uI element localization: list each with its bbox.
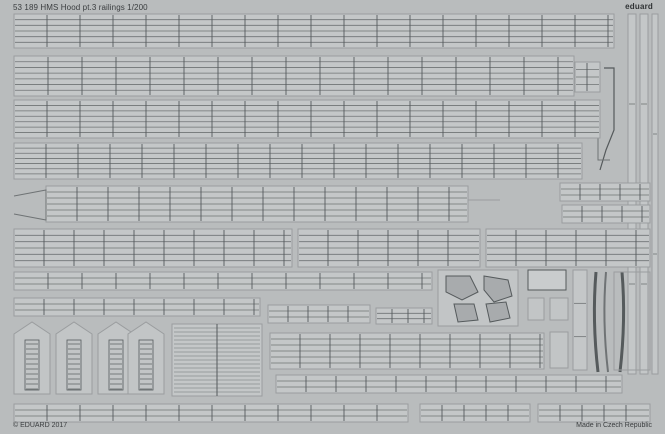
railing-row-11 [13, 403, 409, 423]
vertical-railing-c [651, 13, 659, 375]
small-frame-d [549, 331, 569, 369]
curved-rail-b [603, 271, 609, 373]
brace-part-b [597, 130, 610, 161]
detail-part-a [445, 275, 479, 301]
short-railing-a [559, 182, 651, 202]
railing-row-8c [375, 307, 433, 325]
railing-row-2 [13, 55, 575, 97]
railing-row-4 [13, 142, 583, 180]
detail-part-c [453, 303, 479, 323]
railing-row-3 [13, 99, 601, 139]
ladder-2 [55, 321, 93, 395]
detail-part-d [485, 301, 511, 323]
curved-rail-frame [613, 271, 651, 371]
vertical-short-a [572, 269, 588, 371]
railing-row-11c [537, 403, 651, 423]
ladder-1 [13, 321, 51, 395]
sheet-title: 53 189 HMS Hood pt.3 railings 1/200 [13, 3, 148, 12]
brand-logo-text: eduard [625, 2, 653, 11]
small-frame-c [549, 297, 569, 321]
railing-row-8b [267, 304, 371, 324]
railing-row-7 [13, 271, 433, 291]
small-frame-a [527, 269, 567, 291]
curved-rail-c [618, 271, 626, 373]
railing-row-5-end [13, 189, 47, 221]
short-railing-b [561, 204, 651, 224]
curved-rail-a [592, 271, 600, 373]
railing-row-8 [13, 297, 261, 317]
railing-row-10 [275, 374, 623, 394]
railing-row-11b [419, 403, 531, 423]
ladder-4 [127, 321, 165, 395]
detail-part-b [483, 275, 513, 303]
brace-part [599, 67, 615, 171]
small-frame-b [527, 297, 545, 321]
copyright-text: © EDUARD 2017 [13, 422, 68, 429]
origin-text: Made in Czech Republic [576, 422, 652, 429]
